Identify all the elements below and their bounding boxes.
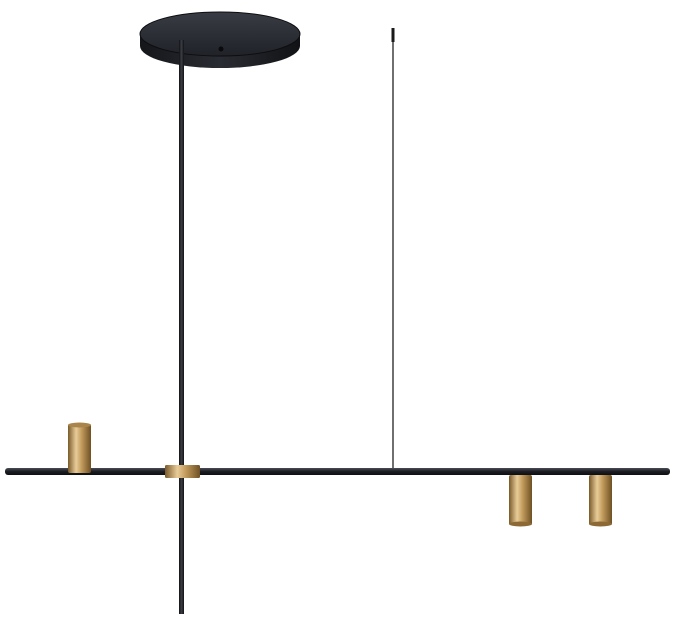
ceiling-canopy <box>139 11 301 68</box>
spotlight-up-left <box>68 422 91 473</box>
suspension-wire <box>391 28 395 470</box>
canopy-hole-icon <box>218 46 224 52</box>
spotlight-down-mid <box>509 475 532 527</box>
spotlight-down-right <box>589 475 612 527</box>
vertical-suspension-rod <box>179 40 184 614</box>
brass-joint <box>165 465 200 478</box>
horizontal-arm <box>5 468 670 475</box>
